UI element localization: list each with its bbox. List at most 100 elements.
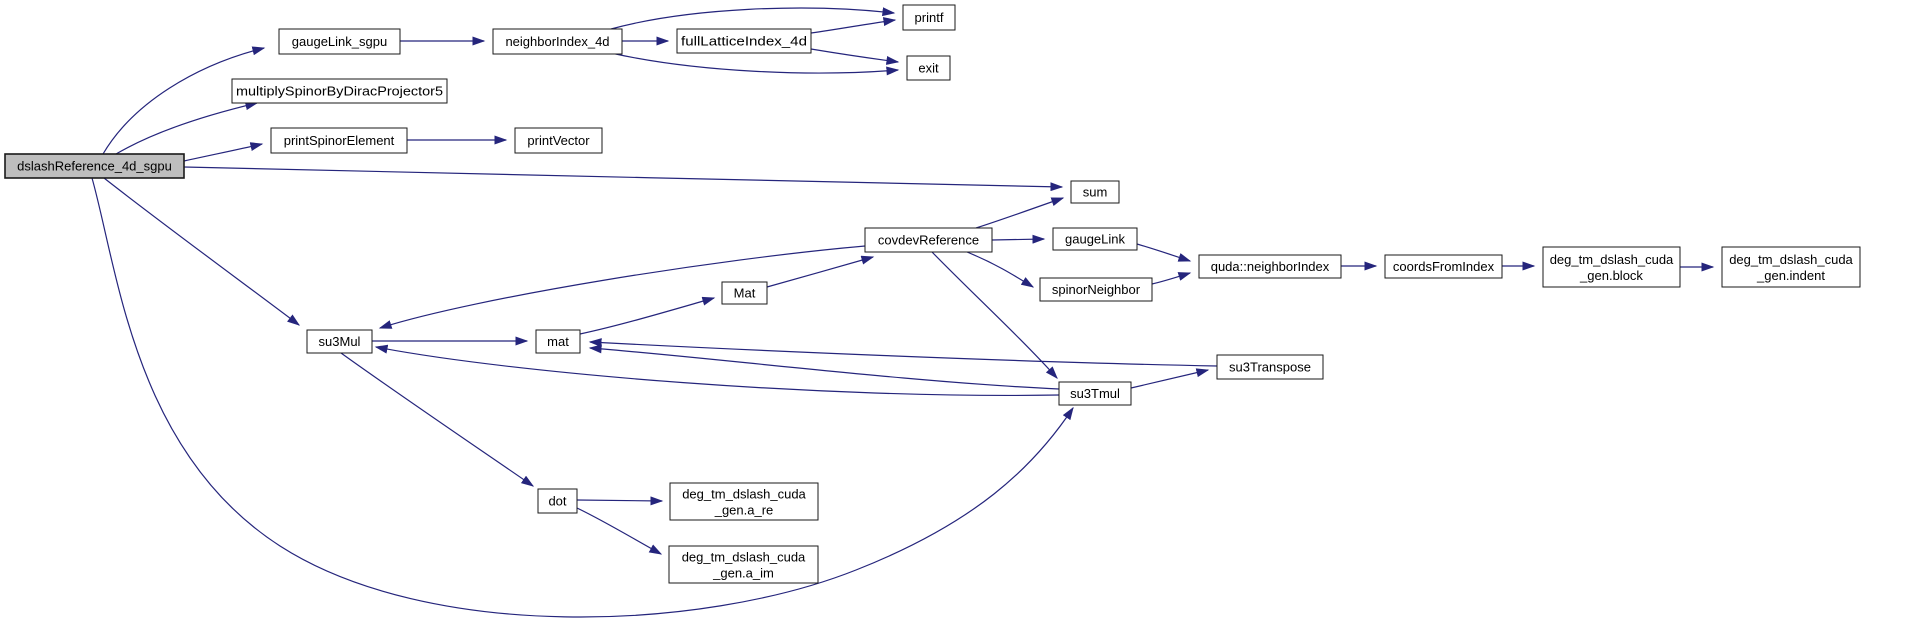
edge-su3Tmul-to-mat_fn <box>588 344 1060 390</box>
node-box-gen_indent[interactable] <box>1721 246 1861 288</box>
edge-neighborIndex_4d-to-exit <box>610 52 900 76</box>
node-box-gen_a_re[interactable] <box>669 482 819 521</box>
node-box-gen_block[interactable] <box>1542 246 1681 288</box>
node-box-gen_a_im[interactable] <box>668 545 819 584</box>
edge-gaugeLink-to-quda_neighborIndex <box>1136 243 1192 262</box>
node-label-su3Tmul: su3Tmul <box>1070 386 1120 401</box>
node-label-printVector: printVector <box>527 133 590 148</box>
node-fullLatticeIndex_4d[interactable]: fullLatticeIndex_4d <box>676 28 812 54</box>
node-label-Mat_fn: Mat <box>734 286 756 301</box>
node-box-neighborIndex_4d[interactable] <box>492 28 623 55</box>
node-su3Tmul[interactable]: su3Tmul <box>1058 381 1132 406</box>
node-label-exit: exit <box>918 61 939 76</box>
node-box-su3Tmul[interactable] <box>1058 381 1132 406</box>
node-gen_a_im[interactable]: deg_tm_dslash_cuda_gen.a_im <box>668 545 819 584</box>
node-coordsFromIndex[interactable]: coordsFromIndex <box>1384 254 1503 279</box>
node-neighborIndex_4d[interactable]: neighborIndex_4d <box>492 28 623 55</box>
node-box-Mat_fn[interactable] <box>721 281 768 305</box>
node-box-printf[interactable] <box>902 4 956 31</box>
node-gen_block[interactable]: deg_tm_dslash_cuda_gen.block <box>1542 246 1681 288</box>
node-label-spinorNeighbor: spinorNeighbor <box>1052 282 1141 297</box>
node-label-coordsFromIndex: coordsFromIndex <box>1393 259 1495 274</box>
node-box-su3Mul[interactable] <box>306 329 373 354</box>
node-dslash_ref: dslashReference_4d_sgpu <box>4 153 185 179</box>
node-multiplySpinorByDiracProjector5[interactable]: multiplySpinorByDiracProjector5 <box>231 78 448 104</box>
node-box-spinorNeighbor[interactable] <box>1039 277 1153 302</box>
edge-dslash_ref-to-su3Tmul <box>91 177 1074 618</box>
node-label-gaugeLink_sgpu: gaugeLink_sgpu <box>292 34 387 49</box>
node-spinorNeighbor[interactable]: spinorNeighbor <box>1039 277 1153 302</box>
node-label-multiplySpinorByDiracProjector5: multiplySpinorByDiracProjector5 <box>236 84 443 99</box>
node-label-dslash_ref: dslashReference_4d_sgpu <box>17 159 172 174</box>
edge-su3Transpose-to-mat_fn <box>588 338 1218 367</box>
node-label-su3Mul: su3Mul <box>319 334 361 349</box>
node-box-dslash_ref <box>4 153 185 179</box>
edge-neighborIndex_4d-to-printf <box>610 7 896 30</box>
node-dot[interactable]: dot <box>537 488 578 514</box>
node-label-quda_neighborIndex: quda::neighborIndex <box>1211 259 1330 274</box>
node-label-gen_a_re: deg_tm_dslash_cuda_gen.a_re <box>682 487 806 518</box>
node-box-gaugeLink[interactable] <box>1052 227 1138 251</box>
node-label-dot: dot <box>548 494 566 509</box>
edge-mat_fn-to-Mat_fn <box>579 296 716 335</box>
node-Mat_fn[interactable]: Mat <box>721 281 768 305</box>
edge-covdevReference-to-gaugeLink <box>991 234 1046 244</box>
node-gen_a_re[interactable]: deg_tm_dslash_cuda_gen.a_re <box>669 482 819 521</box>
node-box-covdevReference[interactable] <box>864 227 993 253</box>
edge-dot-to-gen_a_re <box>576 496 664 506</box>
node-sum[interactable]: sum <box>1070 180 1120 204</box>
node-label-covdevReference: covdevReference <box>878 233 979 248</box>
node-printVector[interactable]: printVector <box>514 127 603 154</box>
node-label-fullLatticeIndex_4d: fullLatticeIndex_4d <box>681 34 807 49</box>
node-box-multiplySpinorByDiracProjector5[interactable] <box>231 78 448 104</box>
node-printf[interactable]: printf <box>902 4 956 31</box>
node-box-sum[interactable] <box>1070 180 1120 204</box>
edge-covdevReference-to-spinorNeighbor <box>966 251 1035 288</box>
edge-fullLatticeIndex_4d-to-printf <box>810 17 897 34</box>
node-box-exit[interactable] <box>906 55 951 81</box>
edge-dslash_ref-to-gaugeLink_sgpu <box>102 46 266 155</box>
node-covdevReference[interactable]: covdevReference <box>864 227 993 253</box>
node-quda_neighborIndex[interactable]: quda::neighborIndex <box>1198 254 1342 279</box>
edge-covdevReference-to-su3Tmul <box>931 251 1058 379</box>
node-label-gen_block: deg_tm_dslash_cuda_gen.block <box>1550 252 1674 283</box>
edge-dslash_ref-to-printSpinorElement <box>183 142 264 162</box>
node-box-fullLatticeIndex_4d[interactable] <box>676 28 812 54</box>
edge-dslash_ref-to-multiplySpinorByDiracProjector5 <box>115 101 259 155</box>
node-label-printf: printf <box>915 10 944 25</box>
edge-covdevReference-to-su3Mul <box>378 245 866 329</box>
node-box-printSpinorElement[interactable] <box>270 127 408 154</box>
edge-dslash_ref-to-su3Mul <box>103 177 301 326</box>
node-printSpinorElement[interactable]: printSpinorElement <box>270 127 408 154</box>
edge-covdevReference-to-sum <box>975 197 1065 229</box>
node-mat_fn[interactable]: mat <box>535 329 581 354</box>
node-box-printVector[interactable] <box>514 127 603 154</box>
edge-dot-to-gen_a_im <box>576 507 663 555</box>
node-box-su3Transpose[interactable] <box>1216 354 1324 380</box>
edge-spinorNeighbor-to-quda_neighborIndex <box>1151 272 1192 285</box>
node-su3Transpose[interactable]: su3Transpose <box>1216 354 1324 380</box>
edge-fullLatticeIndex_4d-to-exit <box>810 48 900 65</box>
edge-su3Tmul-to-su3Mul <box>374 344 1060 397</box>
node-exit[interactable]: exit <box>906 55 951 81</box>
edge-Mat_fn-to-covdevReference <box>766 255 875 288</box>
node-su3Mul[interactable]: su3Mul <box>306 329 373 354</box>
node-box-coordsFromIndex[interactable] <box>1384 254 1503 279</box>
edge-su3Mul-to-dot <box>340 352 535 487</box>
node-label-gen_indent: deg_tm_dslash_cuda_gen.indent <box>1729 252 1853 283</box>
node-box-dot[interactable] <box>537 488 578 514</box>
node-label-sum: sum <box>1083 185 1108 200</box>
node-box-quda_neighborIndex[interactable] <box>1198 254 1342 279</box>
node-label-gaugeLink: gaugeLink <box>1065 232 1125 247</box>
node-box-gaugeLink_sgpu[interactable] <box>278 28 401 55</box>
node-label-gen_a_im: deg_tm_dslash_cuda_gen.a_im <box>682 550 806 581</box>
node-label-mat_fn: mat <box>547 334 569 349</box>
node-label-printSpinorElement: printSpinorElement <box>284 133 395 148</box>
node-gaugeLink_sgpu[interactable]: gaugeLink_sgpu <box>278 28 401 55</box>
node-box-mat_fn[interactable] <box>535 329 581 354</box>
node-gaugeLink[interactable]: gaugeLink <box>1052 227 1138 251</box>
node-label-neighborIndex_4d: neighborIndex_4d <box>505 34 609 49</box>
node-gen_indent[interactable]: deg_tm_dslash_cuda_gen.indent <box>1721 246 1861 288</box>
